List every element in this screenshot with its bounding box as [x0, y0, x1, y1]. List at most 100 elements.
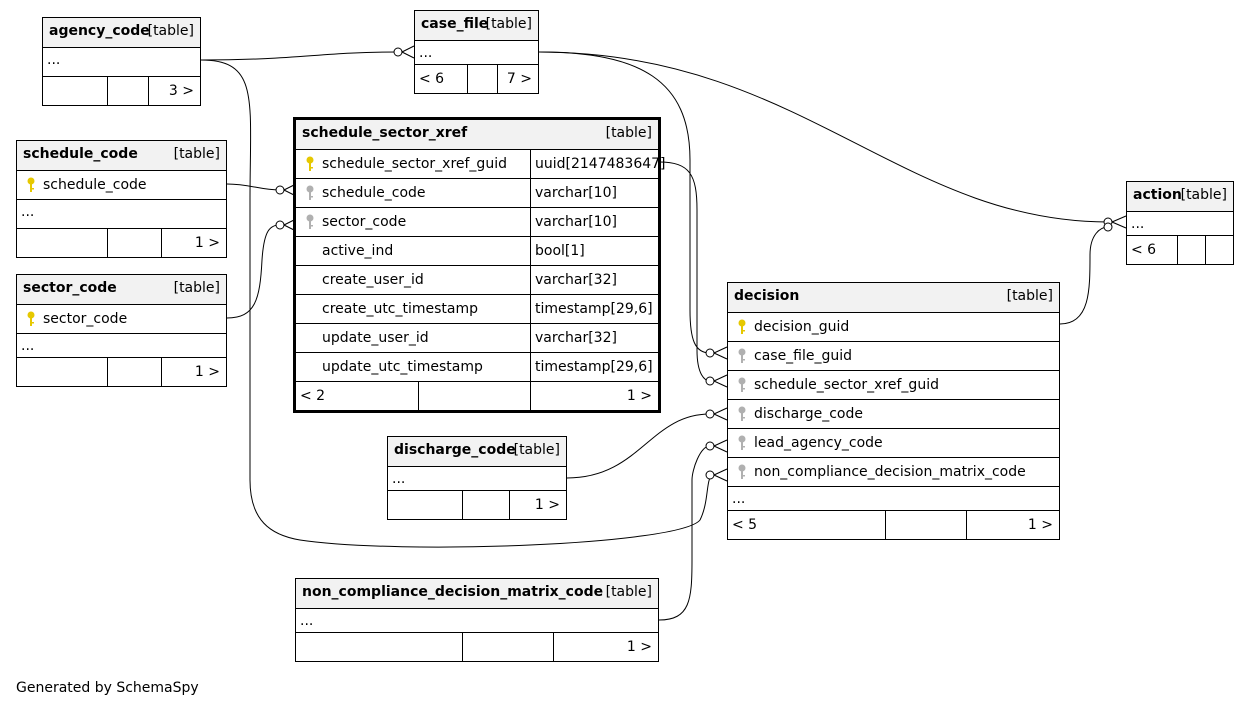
primary-key-icon	[306, 156, 314, 171]
more-columns-row: ...	[415, 40, 538, 64]
connector-circle	[275, 185, 285, 195]
table-type-label: [table]	[1180, 187, 1227, 203]
footer-middle	[467, 65, 497, 93]
link-case-file-action	[538, 51, 1109, 223]
table-footer: 1 >	[17, 228, 226, 257]
table-footer: < 5 1 >	[728, 510, 1059, 539]
column-name: update_utc_timestamp	[322, 359, 483, 375]
more-columns-row: ...	[17, 333, 226, 357]
column-name: schedule_code	[43, 177, 147, 193]
table-case-file[interactable]: case_file [table] ... < 6 7 >	[414, 10, 539, 94]
more-columns-row: ...	[17, 199, 226, 228]
more-columns-row: ...	[728, 486, 1059, 510]
table-name: non_compliance_decision_matrix_code	[302, 584, 604, 600]
ellipsis: ...	[419, 45, 433, 61]
more-columns-row: ...	[296, 608, 658, 632]
table-footer: < 2 1 >	[296, 381, 658, 410]
child-count: 1 >	[509, 491, 566, 519]
parent-count: < 5	[732, 517, 758, 533]
child-count: 1 >	[161, 229, 226, 257]
table-header: case_file [table]	[415, 11, 538, 40]
table-name: agency_code	[49, 23, 150, 39]
foreign-key-icon	[738, 406, 746, 421]
column-row: lead_agency_code	[728, 428, 1059, 457]
table-footer: < 6	[1127, 235, 1233, 264]
column-row: sector_code	[17, 304, 226, 333]
link-action-decision	[1059, 226, 1109, 325]
child-count	[1205, 236, 1233, 264]
connector-circle	[1103, 222, 1113, 232]
child-count: 1 >	[530, 382, 658, 410]
column-type: timestamp[29,6]	[530, 353, 658, 381]
foreign-key-icon	[306, 185, 314, 200]
column-type: varchar[10]	[530, 179, 658, 207]
table-schedule-sector-xref[interactable]: schedule_sector_xref [table] schedule_se…	[293, 117, 666, 413]
column-row: schedule_code varchar[10]	[296, 178, 658, 207]
table-schedule-code[interactable]: schedule_code [table] schedule_code ... …	[16, 140, 227, 258]
table-header: schedule_sector_xref [table]	[296, 120, 658, 149]
column-name: case_file_guid	[754, 348, 853, 364]
table-type-label: [table]	[1006, 288, 1053, 304]
table-action[interactable]: action [table] ... < 6	[1126, 181, 1234, 265]
link-xref-decision	[658, 161, 711, 382]
ellipsis: ...	[392, 471, 406, 487]
table-sector-code[interactable]: sector_code [table] sector_code ... 1 >	[16, 274, 227, 387]
link-schedule-xref	[226, 183, 281, 191]
column-type: timestamp[29,6]	[530, 295, 658, 323]
table-type-label: [table]	[173, 146, 220, 162]
parent-count	[17, 358, 107, 386]
table-header: decision [table]	[728, 283, 1059, 312]
connector-circle	[705, 441, 715, 451]
foreign-key-icon	[306, 214, 314, 229]
table-name: decision	[734, 288, 800, 304]
table-name: case_file	[421, 16, 489, 32]
column-type: uuid[2147483647]	[530, 150, 666, 178]
column-row: update_utc_timestamp timestamp[29,6]	[296, 352, 658, 381]
column-row: non_compliance_decision_matrix_code	[728, 457, 1059, 486]
parent-count	[388, 491, 462, 519]
column-name: schedule_code	[322, 185, 426, 201]
child-count: 1 >	[161, 358, 226, 386]
column-type: bool[1]	[530, 237, 658, 265]
column-type: varchar[10]	[530, 208, 658, 236]
connector-circle	[275, 220, 285, 230]
link-ncdm-decision	[658, 445, 711, 621]
parent-count: < 6	[1131, 242, 1157, 258]
table-non-compliance-decision-matrix-code[interactable]: non_compliance_decision_matrix_code [tab…	[295, 578, 659, 662]
more-columns-row: ...	[1127, 211, 1233, 235]
table-name: sector_code	[23, 280, 117, 296]
foreign-key-icon	[738, 377, 746, 392]
footer-middle	[418, 382, 530, 410]
crowfoot	[713, 468, 728, 482]
ellipsis: ...	[21, 338, 35, 354]
table-type-label: [table]	[605, 125, 652, 141]
column-name: sector_code	[322, 214, 407, 230]
crowfoot	[713, 374, 728, 388]
generated-by-label: Generated by SchemaSpy	[16, 680, 199, 696]
table-header: schedule_code [table]	[17, 141, 226, 170]
parent-count	[43, 77, 107, 105]
table-name: action	[1133, 187, 1182, 203]
ellipsis: ...	[300, 613, 314, 629]
column-row: schedule_sector_xref_guid	[728, 370, 1059, 399]
table-type-label: [table]	[605, 584, 652, 600]
ellipsis: ...	[1131, 216, 1145, 232]
column-name: sector_code	[43, 311, 128, 327]
foreign-key-icon	[738, 464, 746, 479]
footer-middle	[1177, 236, 1205, 264]
table-discharge-code[interactable]: discharge_code [table] ... 1 >	[387, 436, 567, 520]
column-type: varchar[32]	[530, 266, 658, 294]
parent-count: < 2	[300, 388, 326, 404]
table-agency-code[interactable]: agency_code [table] ... 3 >	[42, 17, 201, 106]
table-header: sector_code [table]	[17, 275, 226, 304]
table-footer: 1 >	[388, 490, 566, 519]
crowfoot	[401, 45, 415, 59]
column-name: schedule_sector_xref_guid	[754, 377, 939, 393]
connector-circle	[705, 409, 715, 419]
connector-circle	[705, 376, 715, 386]
column-name: discharge_code	[754, 406, 863, 422]
